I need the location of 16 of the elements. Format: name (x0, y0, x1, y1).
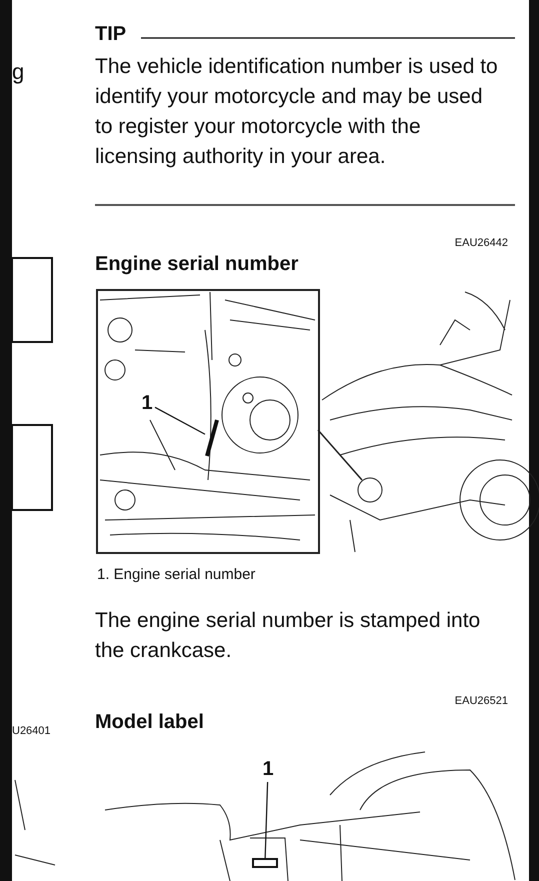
tip-text: The vehicle identification number is used to identify your motorcycle and may be used to register your motorcycle with the licensing authority in your area. (95, 54, 499, 170)
body-text: The engine serial number is stamped into the crankcase. (95, 608, 482, 664)
stamped-serial-number (205, 418, 219, 458)
leader-line (154, 406, 206, 435)
section-code: EAU26521 (454, 694, 508, 708)
callout-number: 1 (139, 390, 155, 416)
page-fragment-text: U26401 (12, 724, 52, 738)
callout-number: 1 (260, 756, 276, 782)
page-fragment-text: g (12, 58, 26, 86)
leader-line (264, 782, 268, 858)
tip-heading: TIP (95, 22, 128, 47)
section-heading: Model label (95, 710, 205, 735)
figure-caption: 1. Engine serial number (97, 565, 256, 584)
model-label-plate (252, 858, 278, 868)
section-heading: Engine serial number (95, 252, 300, 277)
section-code: EAU26442 (454, 236, 508, 250)
